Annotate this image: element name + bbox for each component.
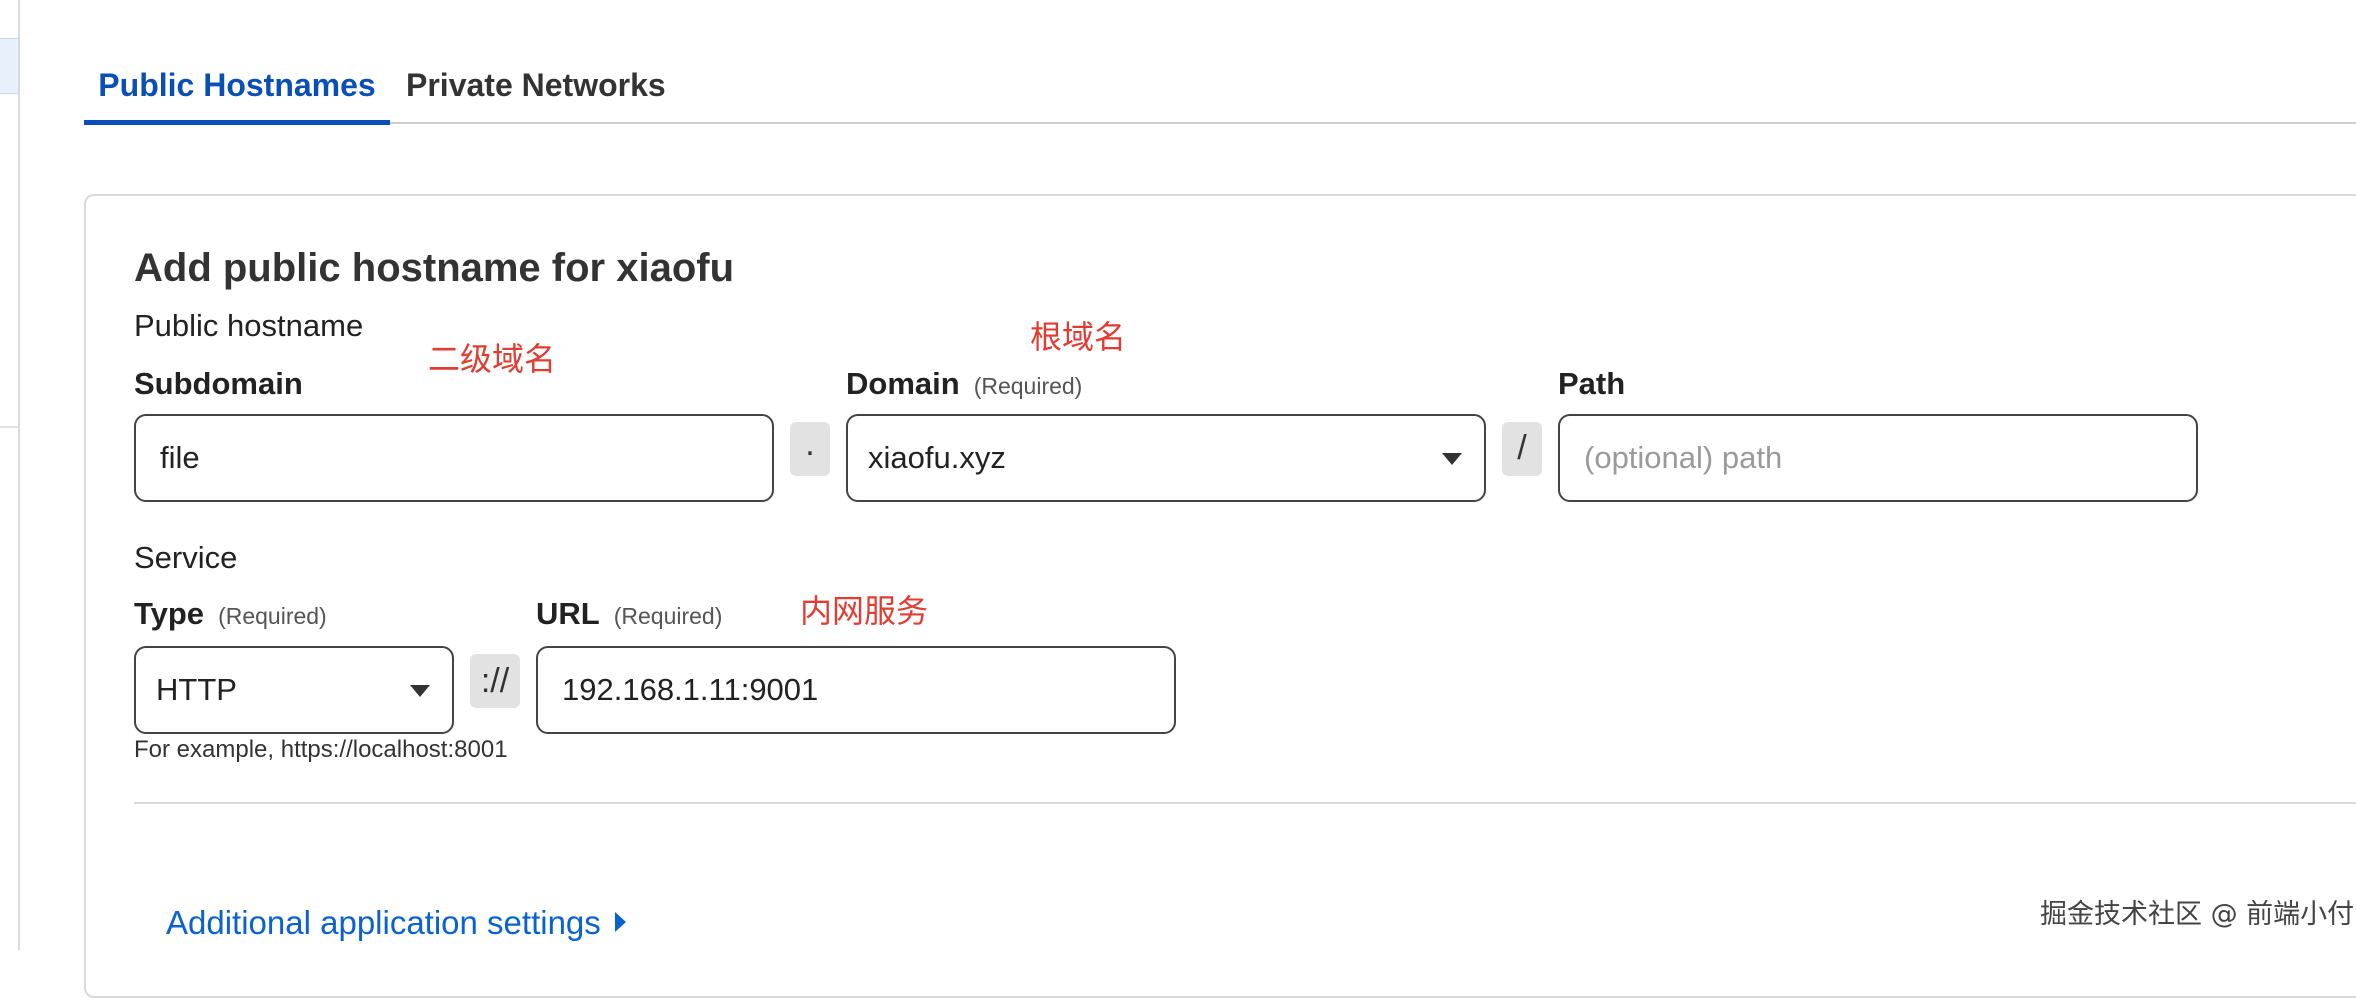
card-title: Add public hostname for xiaofu [134, 246, 735, 290]
sidebar-selected-item[interactable] [0, 38, 18, 94]
domain-select[interactable]: xiaofu.xyz [846, 414, 1486, 502]
subdomain-input[interactable]: file [134, 414, 774, 502]
tab-public-hostnames[interactable]: Public Hostnames [84, 40, 390, 125]
annotation-domain: 根域名 [1030, 319, 1127, 355]
url-label: URL (Required) [536, 596, 722, 632]
scheme-separator: :// [470, 654, 520, 708]
additional-settings-link[interactable]: Additional application settings [166, 904, 626, 942]
url-required: (Required) [613, 603, 723, 629]
path-input[interactable]: (optional) path [1558, 414, 2198, 502]
url-label-text: URL [536, 596, 600, 631]
type-label-text: Type [134, 596, 205, 631]
url-example-hint: For example, https://localhost:8001 [134, 736, 508, 763]
subdomain-label: Subdomain [134, 366, 303, 401]
type-label: Type (Required) [134, 596, 327, 632]
chevron-down-icon [410, 685, 430, 697]
tab-bar: Public Hostnames Private Networks [84, 40, 2356, 125]
domain-label-text: Domain [846, 366, 960, 401]
type-selected-value: HTTP [156, 672, 237, 707]
section-divider [134, 802, 2356, 804]
domain-selected-value: xiaofu.xyz [868, 440, 1006, 475]
dot-separator: . [790, 422, 830, 476]
type-select[interactable]: HTTP [134, 646, 454, 734]
watermark: 掘金技术社区 @ 前端小付 [2040, 899, 2355, 930]
left-sidebar-edge [0, 0, 20, 950]
type-required: (Required) [218, 603, 327, 629]
chevron-down-icon [1442, 453, 1462, 465]
domain-required: (Required) [973, 373, 1083, 399]
add-hostname-card [84, 194, 2356, 998]
path-label: Path [1558, 366, 1626, 401]
caret-right-icon [614, 912, 626, 932]
annotation-subdomain: 二级域名 [428, 341, 557, 377]
public-hostname-label: Public hostname [134, 308, 364, 343]
domain-label: Domain (Required) [846, 366, 1082, 402]
service-label: Service [134, 540, 238, 575]
tab-private-networks[interactable]: Private Networks [406, 67, 666, 103]
sidebar-divider [0, 426, 18, 428]
annotation-url: 内网服务 [800, 593, 929, 629]
slash-separator: / [1502, 422, 1542, 476]
url-input[interactable]: 192.168.1.11:9001 [536, 646, 1176, 734]
additional-settings-label: Additional application settings [166, 904, 601, 941]
